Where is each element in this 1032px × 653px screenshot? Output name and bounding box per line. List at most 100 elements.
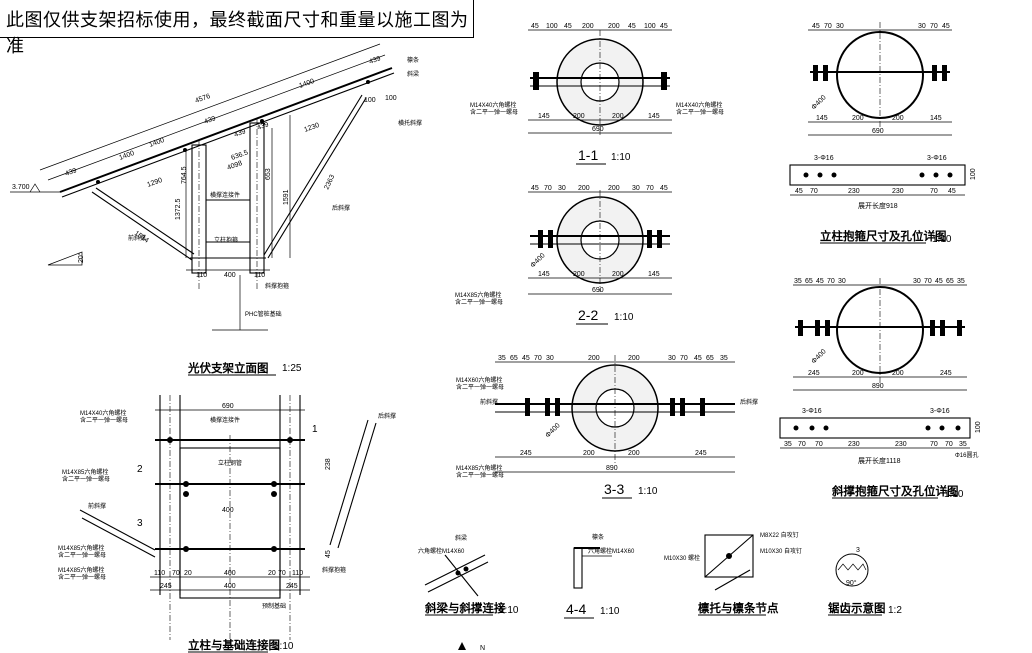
d: 100 <box>546 23 558 30</box>
d: 245 <box>520 450 532 457</box>
d: 30 <box>913 278 921 285</box>
d: 145 <box>538 113 550 120</box>
d: 145 <box>930 115 942 122</box>
d: 35 <box>957 278 965 285</box>
label-rear-brace: 后斜撑 <box>332 204 350 212</box>
hole <box>939 425 945 431</box>
inclined-beam-lower <box>61 72 395 198</box>
hole-note: Φ16圆孔 <box>955 451 978 459</box>
purlin-dot <box>366 80 370 84</box>
d: 70 <box>924 278 932 285</box>
dim-right-a: 1230 <box>303 122 320 134</box>
sec-title: 1-1 <box>578 147 598 163</box>
mark2: 2 <box>137 464 143 475</box>
d: 30 <box>558 185 566 192</box>
column-scale: 1:10 <box>274 641 294 652</box>
bolt-right <box>661 72 667 90</box>
dim-left-len: 1400 <box>118 150 135 162</box>
d: 70 <box>930 188 938 195</box>
disclaimer-text: 此图仅供支架招标使用，最终截面尺寸和重量以施工图为准 <box>6 10 469 57</box>
lab-rear: 后斜撑 <box>378 412 396 420</box>
bolt <box>670 398 675 416</box>
serr-scale: 1:2 <box>888 605 902 616</box>
s44-bolt: 六角螺栓M14X60 <box>588 547 635 555</box>
d: 200 <box>583 450 595 457</box>
purlin-node: M8X22 自攻钉 M10X30 自攻钉 M10X30 螺栓 檩托与檩条节点 <box>664 531 802 616</box>
beam-brace-connection: 六角螺栓M14X60 斜梁 斜梁与斜撑连接 1:10 <box>418 534 519 616</box>
d: 200 <box>588 355 600 362</box>
dim-base-c: 110 <box>254 272 265 279</box>
purlin-dot <box>260 119 264 123</box>
thk: 100 <box>970 168 977 180</box>
front-brace <box>91 191 193 261</box>
d: 70 <box>680 355 688 362</box>
purlin-title: 檩托与檩条节点 <box>698 601 779 615</box>
bc-lab: 斜梁 <box>455 534 467 542</box>
thk: 100 <box>975 421 982 433</box>
label-tie: 斜撑抱箍 <box>265 282 289 290</box>
column-hoop-detail: 45 70 30 30 70 45 145 200 200 145 690 Φ4… <box>789 22 977 245</box>
bolt-b: M14X85六角螺栓 <box>456 464 502 472</box>
d: 30 <box>668 355 676 362</box>
label-bolt2: 立柱抱箍 <box>214 236 238 244</box>
phi: Φ400 <box>544 422 561 439</box>
d-mid: 400 <box>222 507 234 514</box>
post <box>573 547 583 589</box>
d: 30 <box>918 23 926 30</box>
bolt-r: M14X40六角螺栓 <box>676 101 722 109</box>
front-brace-2 <box>95 187 195 255</box>
d: 65 <box>805 278 813 285</box>
bolt1: M14X40六角螺栓 <box>80 409 126 417</box>
d: 70 <box>798 441 806 448</box>
dim-small-b: 100 <box>385 95 397 102</box>
lab-beam: 横撑连接件 <box>210 416 240 424</box>
slope-angle: 20° <box>77 252 85 263</box>
bolt-r2: 含二平一弹一螺母 <box>676 108 724 116</box>
serr-a: 3 <box>856 547 860 554</box>
bolt-l2: 含二平一弹一螺母 <box>470 108 518 116</box>
elev-value: 3.700 <box>12 184 30 191</box>
d: 200 <box>573 271 585 278</box>
d: 70 <box>278 570 286 577</box>
label-purlin: 檩条 <box>407 56 419 64</box>
bolt <box>957 320 962 336</box>
d: 45 <box>660 23 668 30</box>
d: 70 <box>815 441 823 448</box>
lab-base: 预制基础 <box>262 602 286 610</box>
hole <box>925 425 931 431</box>
dim-base-a: 110 <box>196 272 207 279</box>
top-dim-line <box>39 43 381 171</box>
hoop-strip <box>789 164 966 186</box>
d: 70 <box>824 23 832 30</box>
label-phc: PHC管桩基础 <box>245 310 282 318</box>
column-title: 立柱与基础连接图 <box>188 638 280 652</box>
bolt4: M14X85六角螺栓 <box>58 566 104 574</box>
d: 70 <box>646 185 654 192</box>
slope-triangle <box>47 251 83 266</box>
hole <box>809 425 815 431</box>
d: 45 <box>522 355 530 362</box>
column-connection-view: 690 400 110 70 20 400 20 70 110 245 400 … <box>58 395 396 653</box>
brace-hoop-detail: 35 65 45 70 30 30 70 45 65 35 245 200 20… <box>779 278 982 500</box>
bolt2b: 含二平一弹一螺母 <box>62 475 110 483</box>
hole <box>947 172 953 178</box>
bolt-left <box>533 72 539 90</box>
serr-teeth <box>837 563 867 571</box>
holes-l: 3-Φ16 <box>802 408 822 415</box>
hoop-strip <box>779 417 971 439</box>
d: 65 <box>510 355 518 362</box>
dim-h1: 1372.5 <box>175 198 182 220</box>
d: 145 <box>816 115 828 122</box>
d: 400 <box>224 583 236 590</box>
dim-top-d: 1400 <box>298 78 315 90</box>
dim-mid-d: 4098 <box>226 160 243 172</box>
d: 45 <box>531 185 539 192</box>
north-icon <box>458 642 466 650</box>
d: 30 <box>632 185 640 192</box>
d: 45 <box>564 23 572 30</box>
section-2-2: 45 70 30 200 200 30 70 45 145 200 200 14… <box>455 185 672 325</box>
hole <box>831 172 837 178</box>
d: 70 <box>544 185 552 192</box>
dim-top-a: 439 <box>64 167 77 178</box>
rear-brace-2 <box>267 97 367 259</box>
